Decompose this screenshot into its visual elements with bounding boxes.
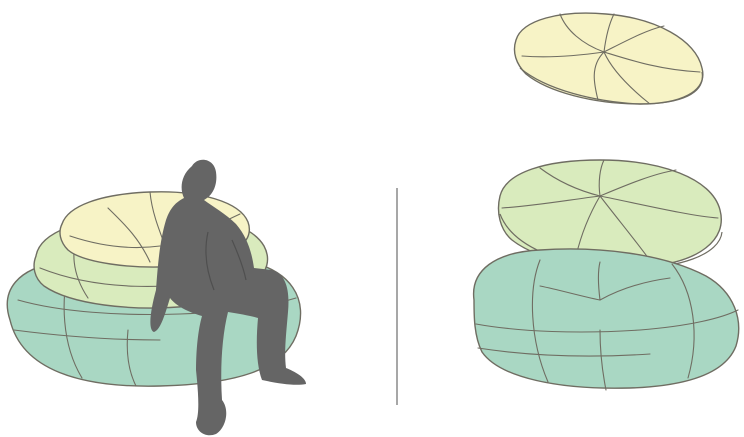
base-cushion <box>474 249 739 390</box>
top-cushion <box>514 13 702 104</box>
